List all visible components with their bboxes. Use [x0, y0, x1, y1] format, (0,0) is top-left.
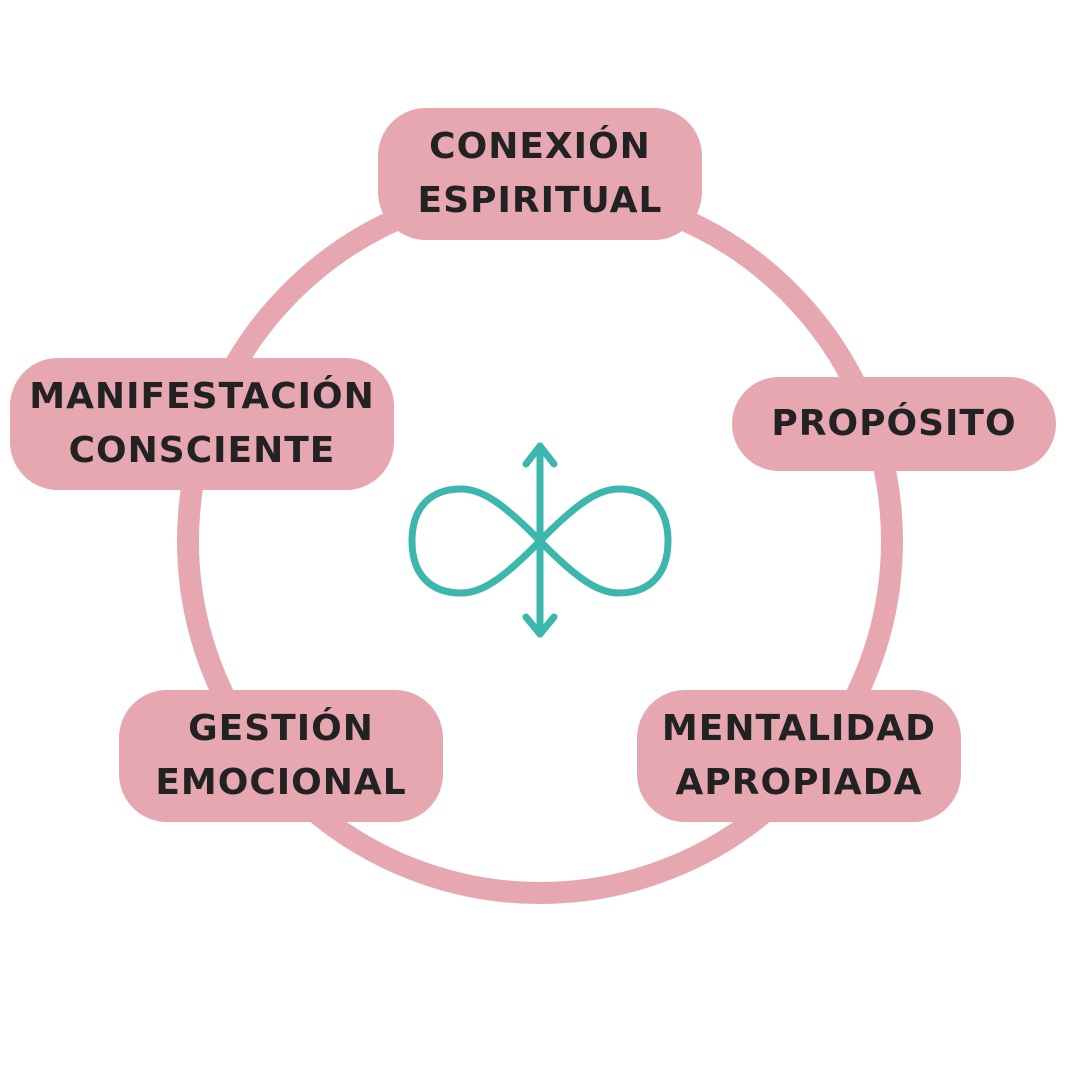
- node-label-line: PROPÓSITO: [771, 403, 1017, 444]
- node-label-line: GESTIÓN: [188, 708, 374, 749]
- node-gestion-emocional: GESTIÓN EMOCIONAL: [119, 690, 443, 822]
- node-label-line: CONEXIÓN: [429, 126, 651, 167]
- node-label-line: MANIFESTACIÓN: [29, 376, 375, 417]
- node-manifestacion-consciente: MANIFESTACIÓN CONSCIENTE: [10, 358, 394, 490]
- node-label-line: ESPIRITUAL: [417, 180, 663, 221]
- arrow-head-up: [522, 442, 558, 468]
- infinity-arrow-icon: [408, 442, 672, 638]
- node-conexion-espiritual: CONEXIÓN ESPIRITUAL: [378, 108, 702, 240]
- node-proposito: PROPÓSITO: [732, 377, 1056, 471]
- node-label-line: MENTALIDAD: [661, 708, 937, 749]
- node-mentalidad-apropiada: MENTALIDAD APROPIADA: [637, 690, 961, 822]
- node-label-line: CONSCIENTE: [68, 430, 336, 471]
- node-label-line: APROPIADA: [675, 762, 923, 803]
- arrow-head-down: [522, 613, 558, 638]
- node-label-line: EMOCIONAL: [155, 762, 407, 803]
